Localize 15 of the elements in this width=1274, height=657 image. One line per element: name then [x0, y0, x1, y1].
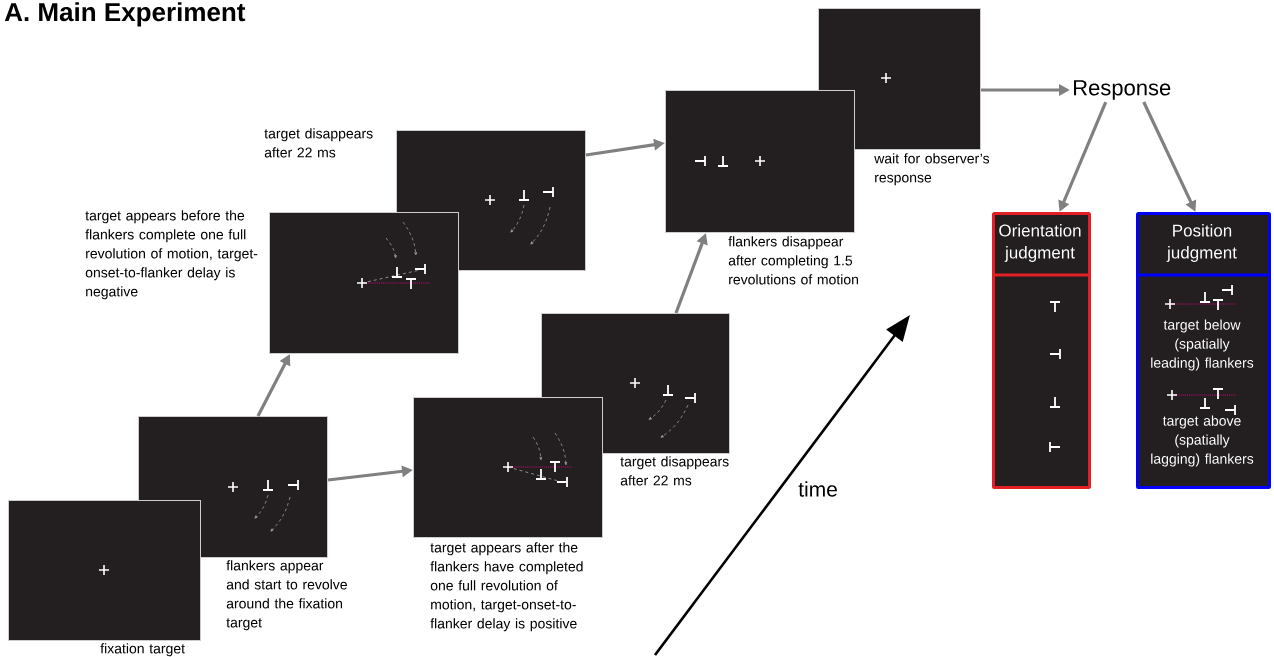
axis-label: time — [798, 481, 837, 497]
caption-text: target appears after the flankers have completed one full revolution of motion, target-onset-to-flanker delay is positive — [430, 542, 583, 632]
title: A. Main Experiment — [4, 2, 246, 27]
caption-text: flankers appear and start to revolve around the fixation target — [226, 560, 347, 631]
response-text: Response — [1074, 80, 1171, 100]
caption-text: target appears before the flankers complete one full revolution of motion, target-onset-to-flanker delay is negative — [85, 210, 258, 300]
caption-text: target disappears after 22 ms — [620, 456, 729, 486]
caption-text: wait for observer’s response — [874, 153, 990, 186]
panel-heading: Position judgment — [1166, 224, 1237, 262]
panel-text: target above (spatially lagging) flankers — [1151, 415, 1254, 467]
panel-text: target below (spatially leading) flankers — [1151, 319, 1254, 371]
caption-text: target disappears after 22 ms — [264, 128, 373, 158]
caption-text: fixation target — [100, 643, 185, 657]
panel-heading: Orientation judgment — [999, 224, 1081, 262]
caption-text: flankers disappear after completing 1.5 revolutions of motion — [728, 236, 858, 285]
